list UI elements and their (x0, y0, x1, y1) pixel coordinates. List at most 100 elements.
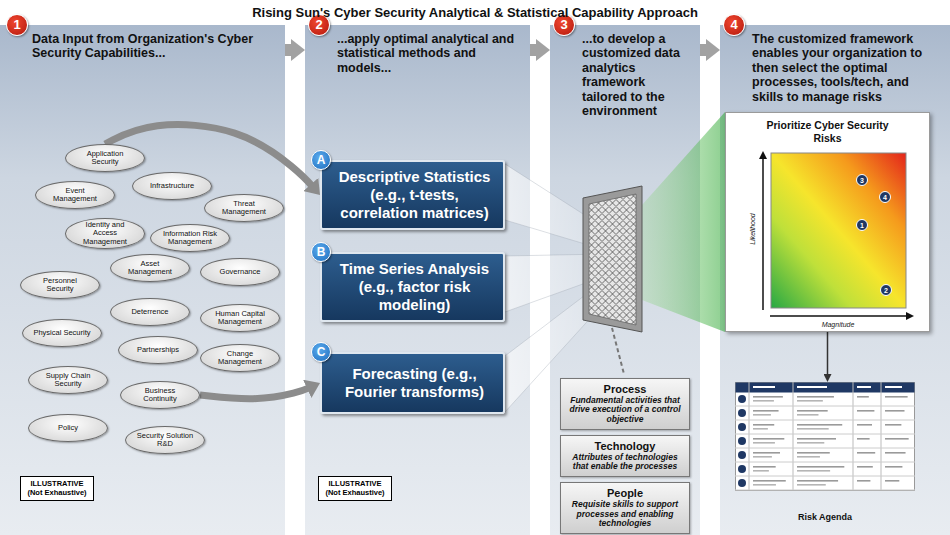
table-rule (853, 382, 854, 490)
row-mark (753, 442, 775, 444)
row-mark (885, 438, 909, 440)
axis-arrow (906, 312, 914, 320)
row-marker (738, 465, 746, 473)
capability-ellipse: Information Risk Management (150, 224, 230, 252)
column-panel: The customized framework enables your or… (720, 25, 950, 535)
flow-chevron (700, 44, 711, 56)
row-mark (797, 466, 844, 468)
header-mark (885, 386, 902, 388)
framework-lattice (589, 194, 636, 325)
row-mark (885, 480, 899, 482)
row-mark (797, 424, 842, 426)
capability-ellipse: Application Security (65, 144, 145, 172)
table-frame (736, 383, 915, 491)
capability-ellipse: Human Capital Management (200, 304, 280, 332)
capability-ellipse: Event Management (35, 181, 115, 209)
node-text: Deterrence (131, 308, 168, 316)
node-text: Change Management (210, 350, 270, 367)
column-panel: ...apply optimal analytical and statisti… (305, 25, 530, 535)
table-header (736, 383, 915, 393)
agenda-table-graphic (735, 382, 915, 492)
node-text: ILLUSTRATIVE (Not Exhaustive) (323, 480, 387, 497)
header-mark (797, 386, 827, 388)
capability-ellipse: Business Continuity (120, 381, 200, 409)
axis-label: Magnitude (822, 321, 855, 328)
row-marker (738, 423, 746, 431)
capability-ellipse: Deterrence (110, 298, 190, 326)
node-text: Information Risk Management (160, 230, 220, 247)
row-mark (797, 484, 826, 486)
row-mark (885, 452, 906, 454)
capability-ellipse: Security Solution R&D (125, 426, 205, 454)
framework-frame (583, 186, 642, 332)
capability-ellipse: Personnel Security (20, 271, 100, 299)
framework-layer-box: TechnologyAttributes of technologies tha… (560, 435, 690, 477)
method-box: Descriptive Statistics (e.g., t-tests, c… (320, 160, 505, 230)
capability-ellipse: Asset Management (110, 254, 190, 282)
row-mark (753, 480, 786, 482)
row-mark (857, 438, 870, 440)
y-axis (762, 158, 764, 310)
node-text: Business Continuity (130, 387, 190, 404)
node-text: Forecasting (e.g., Fourier transforms) (336, 365, 493, 401)
table-rule (793, 382, 794, 490)
row-mark (753, 424, 774, 426)
row-mark (857, 410, 874, 412)
risk-marker: 1 (856, 219, 868, 231)
table-rule (735, 476, 915, 477)
risk-agenda-table: Risk Agenda (735, 382, 915, 522)
risk-heatmap (726, 113, 931, 333)
row-mark (797, 480, 838, 482)
capability-ellipse: Policy (28, 414, 108, 442)
illustrative-note: ILLUSTRATIVE (Not Exhaustive) (318, 476, 392, 501)
capability-ellipse: Governance (200, 258, 280, 286)
light-beam (505, 254, 605, 312)
node-text: The customized framework enables your or… (752, 32, 942, 104)
node-text: Policy (58, 424, 78, 432)
capability-ellipse: Supply Chain Security (28, 366, 108, 394)
capability-ellipse: Partnerships (118, 336, 198, 364)
risk-marker: 4 (879, 191, 891, 203)
node-text: Supply Chain Security (38, 372, 98, 389)
header-mark (753, 386, 775, 388)
table-rule (735, 448, 915, 449)
light-beam (505, 164, 605, 250)
node-text: Application Security (75, 150, 135, 167)
dashed-leader (612, 328, 624, 374)
row-mark (753, 396, 783, 398)
row-mark (753, 428, 768, 430)
row-marker (738, 479, 746, 487)
row-mark (797, 400, 823, 402)
node-text: Threat Management (214, 200, 274, 217)
capability-ellipse: Threat Management (204, 194, 284, 222)
axis-label: Likelihood (749, 213, 756, 245)
row-mark (885, 396, 908, 398)
light-beam (505, 280, 605, 412)
node-text: Asset Management (120, 260, 180, 277)
row-mark (753, 438, 784, 440)
risk-matrix-box: Prioritize Cyber Security Risks (725, 112, 930, 332)
flow-arrow (105, 125, 315, 189)
row-mark (753, 484, 776, 486)
axis-arrow (759, 151, 767, 159)
row-mark (885, 424, 901, 426)
row-mark (857, 466, 873, 468)
framework-layer-box: PeopleRequisite skills to support proces… (560, 482, 690, 534)
node-text: Personnel Security (30, 277, 90, 294)
flow-chevron (285, 44, 296, 56)
table-rule (735, 406, 915, 407)
row-marker (738, 409, 746, 417)
node-text: Data Input from Organization's Cyber Sec… (32, 32, 277, 61)
column-panel: Data Input from Organization's Cyber Sec… (0, 25, 285, 535)
node-text: Technology (566, 440, 684, 453)
table-rule (735, 434, 915, 435)
node-subtext: Fundamental activities that drive execut… (566, 396, 684, 425)
flow-arrow (200, 386, 313, 398)
row-marker (738, 451, 746, 459)
table-rule (881, 382, 882, 490)
node-subtext: Attributes of technologies that enable t… (566, 453, 684, 473)
row-mark (797, 452, 830, 454)
method-letter: A (311, 150, 331, 170)
node-text: ...to develop a customized data analytic… (582, 32, 692, 118)
